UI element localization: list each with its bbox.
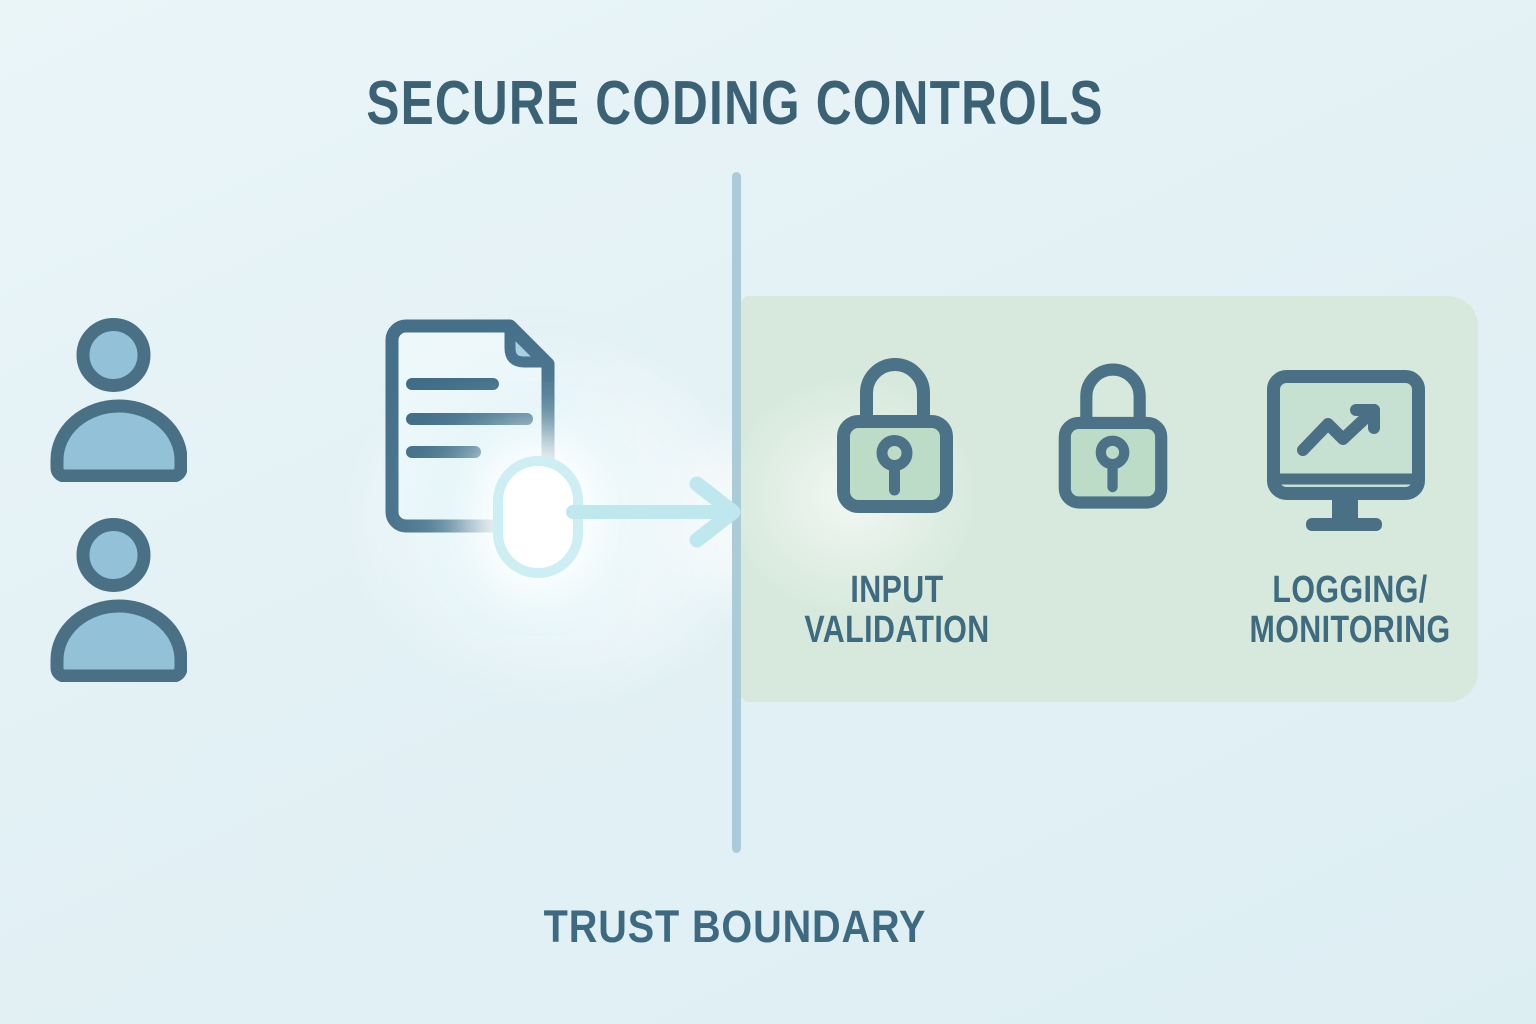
user-icon (50, 318, 187, 482)
flow-arrow-icon (566, 476, 741, 548)
page-title: SECURE CODING CONTROLS (366, 69, 1104, 138)
logging-monitoring-label: LOGGING/ MONITORING (1249, 570, 1450, 650)
user-icon (50, 518, 187, 682)
trust-boundary-label: TRUST BOUNDARY (543, 901, 927, 952)
label-line: VALIDATION (804, 609, 990, 651)
monitor-chart-icon (1267, 370, 1425, 531)
label-line: LOGGING/ (1272, 569, 1428, 611)
padlock-icon (837, 358, 953, 513)
label-line: MONITORING (1249, 609, 1451, 651)
input-validation-label: INPUT VALIDATION (804, 570, 989, 650)
label-line: INPUT (850, 569, 944, 611)
padlock-icon (1058, 363, 1168, 509)
